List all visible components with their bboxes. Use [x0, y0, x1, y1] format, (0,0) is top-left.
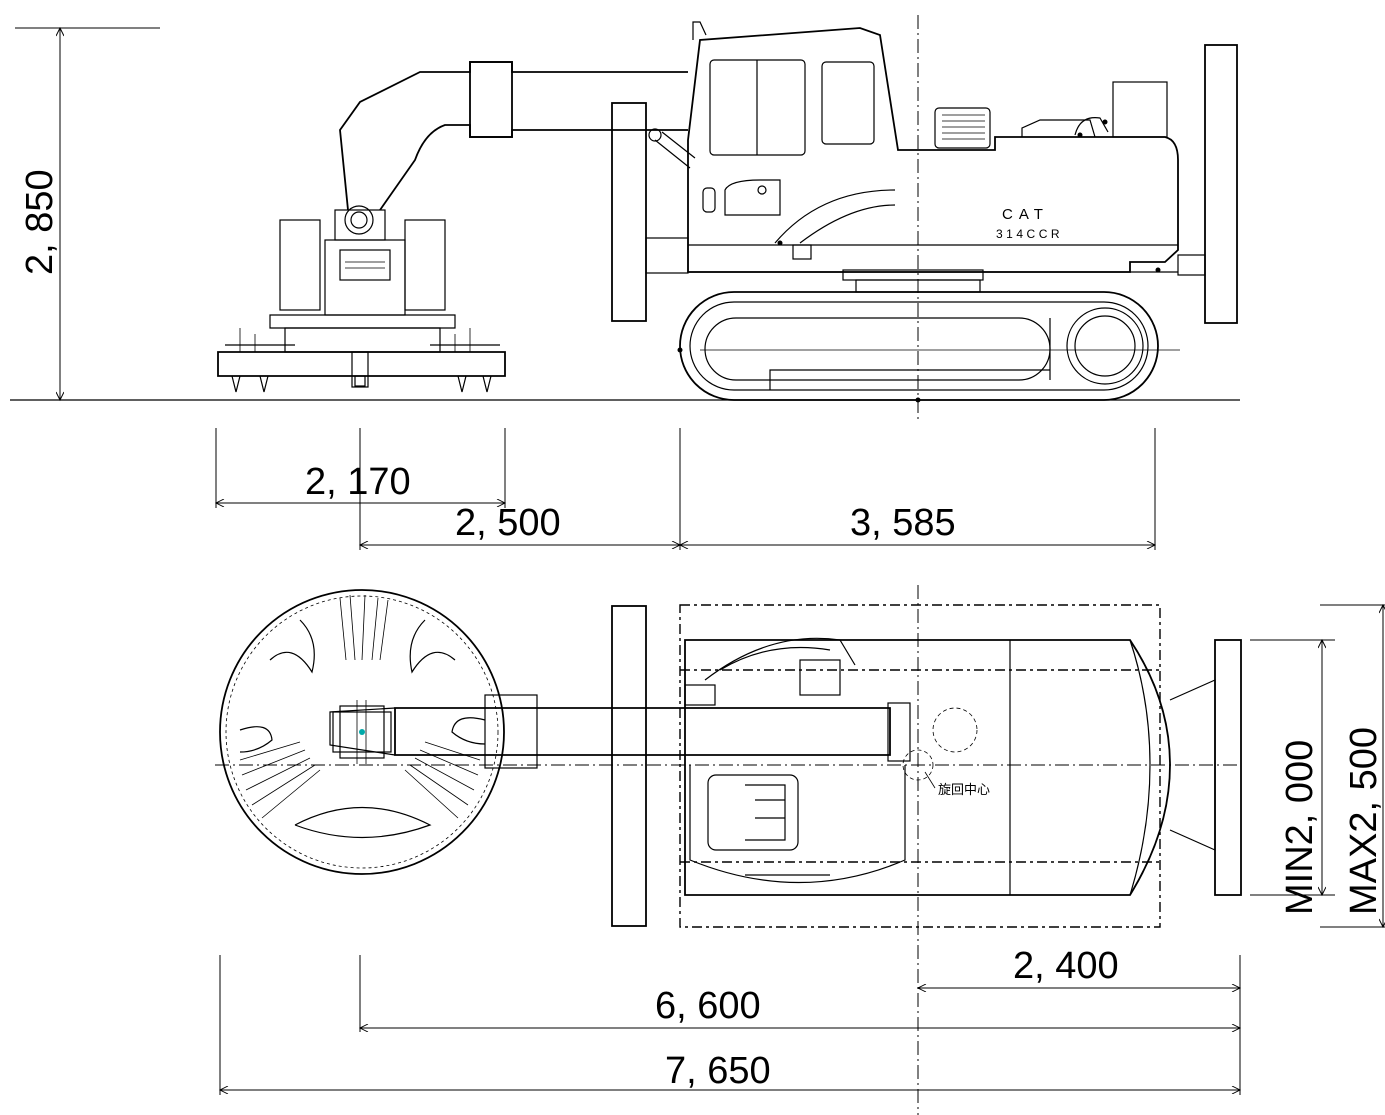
height-dimension: 2, 850: [19, 169, 61, 275]
body-length-dimension: 6, 600: [655, 985, 761, 1027]
brand-label: CAT: [1002, 206, 1049, 223]
track-outline-top: [679, 604, 1161, 928]
upper-body: CAT 314CCR: [687, 21, 1238, 324]
track-length-dimension: 3, 585: [850, 502, 956, 544]
side-view: CAT 314CCR: [10, 15, 1240, 420]
arm-top: [329, 694, 911, 769]
cutter-disc-top: [219, 589, 505, 875]
upper-body-top: 旋回中心: [684, 637, 1242, 896]
model-label: 314CCR: [996, 227, 1063, 241]
top-view-dimensions: 2, 400 6, 600 7, 650: [220, 945, 1240, 1095]
side-view-dimensions: 2, 170 2, 500 3, 585: [216, 428, 1155, 550]
top-view: 旋回中心: [215, 585, 1385, 1115]
center-to-rear-dimension: 2, 400: [1013, 945, 1119, 987]
head-width-dimension: 2, 170: [305, 461, 411, 503]
cutter-head-side: [217, 205, 506, 393]
front-blade: [611, 102, 647, 322]
crawler-track: [677, 291, 1180, 403]
overall-length-dimension: 7, 650: [665, 1050, 771, 1092]
front-blade-top: [611, 605, 647, 927]
front-to-track-dimension: 2, 500: [455, 502, 561, 544]
boom-arm: [339, 61, 688, 211]
min-width-dimension: MIN2, 000: [1279, 740, 1321, 915]
max-width-dimension: MAX2, 500: [1343, 727, 1385, 915]
swing-center-label: 旋回中心: [938, 783, 990, 798]
